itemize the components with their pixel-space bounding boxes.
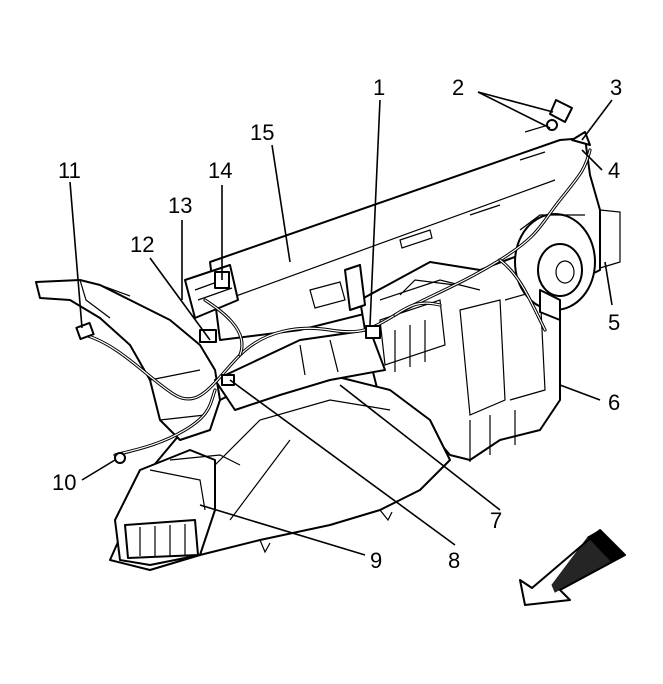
callout-14: 14 (208, 158, 232, 183)
callout-6: 6 (608, 390, 620, 415)
leader-lines (69, 91, 613, 556)
callout-1: 1 (373, 75, 385, 100)
callout-labels: 1 2 3 4 5 6 7 8 9 10 11 12 13 14 15 (52, 75, 622, 573)
blower-motor (514, 213, 596, 321)
callout-9: 9 (370, 548, 382, 573)
callout-2: 2 (452, 75, 464, 100)
mode-actuator-area (184, 264, 386, 411)
callout-11: 11 (58, 158, 81, 183)
callout-4: 4 (608, 158, 620, 183)
callout-5: 5 (608, 310, 620, 335)
callout-10: 10 (52, 470, 76, 495)
air-duct (35, 279, 221, 441)
callout-8: 8 (448, 548, 460, 573)
callout-3: 3 (610, 75, 622, 100)
callout-7: 7 (490, 508, 502, 533)
callout-15: 15 (250, 120, 274, 145)
wiring-harness (83, 148, 592, 457)
front-direction-arrow-icon (519, 529, 626, 606)
callout-13: 13 (168, 193, 192, 218)
callout-12: 12 (130, 232, 154, 257)
